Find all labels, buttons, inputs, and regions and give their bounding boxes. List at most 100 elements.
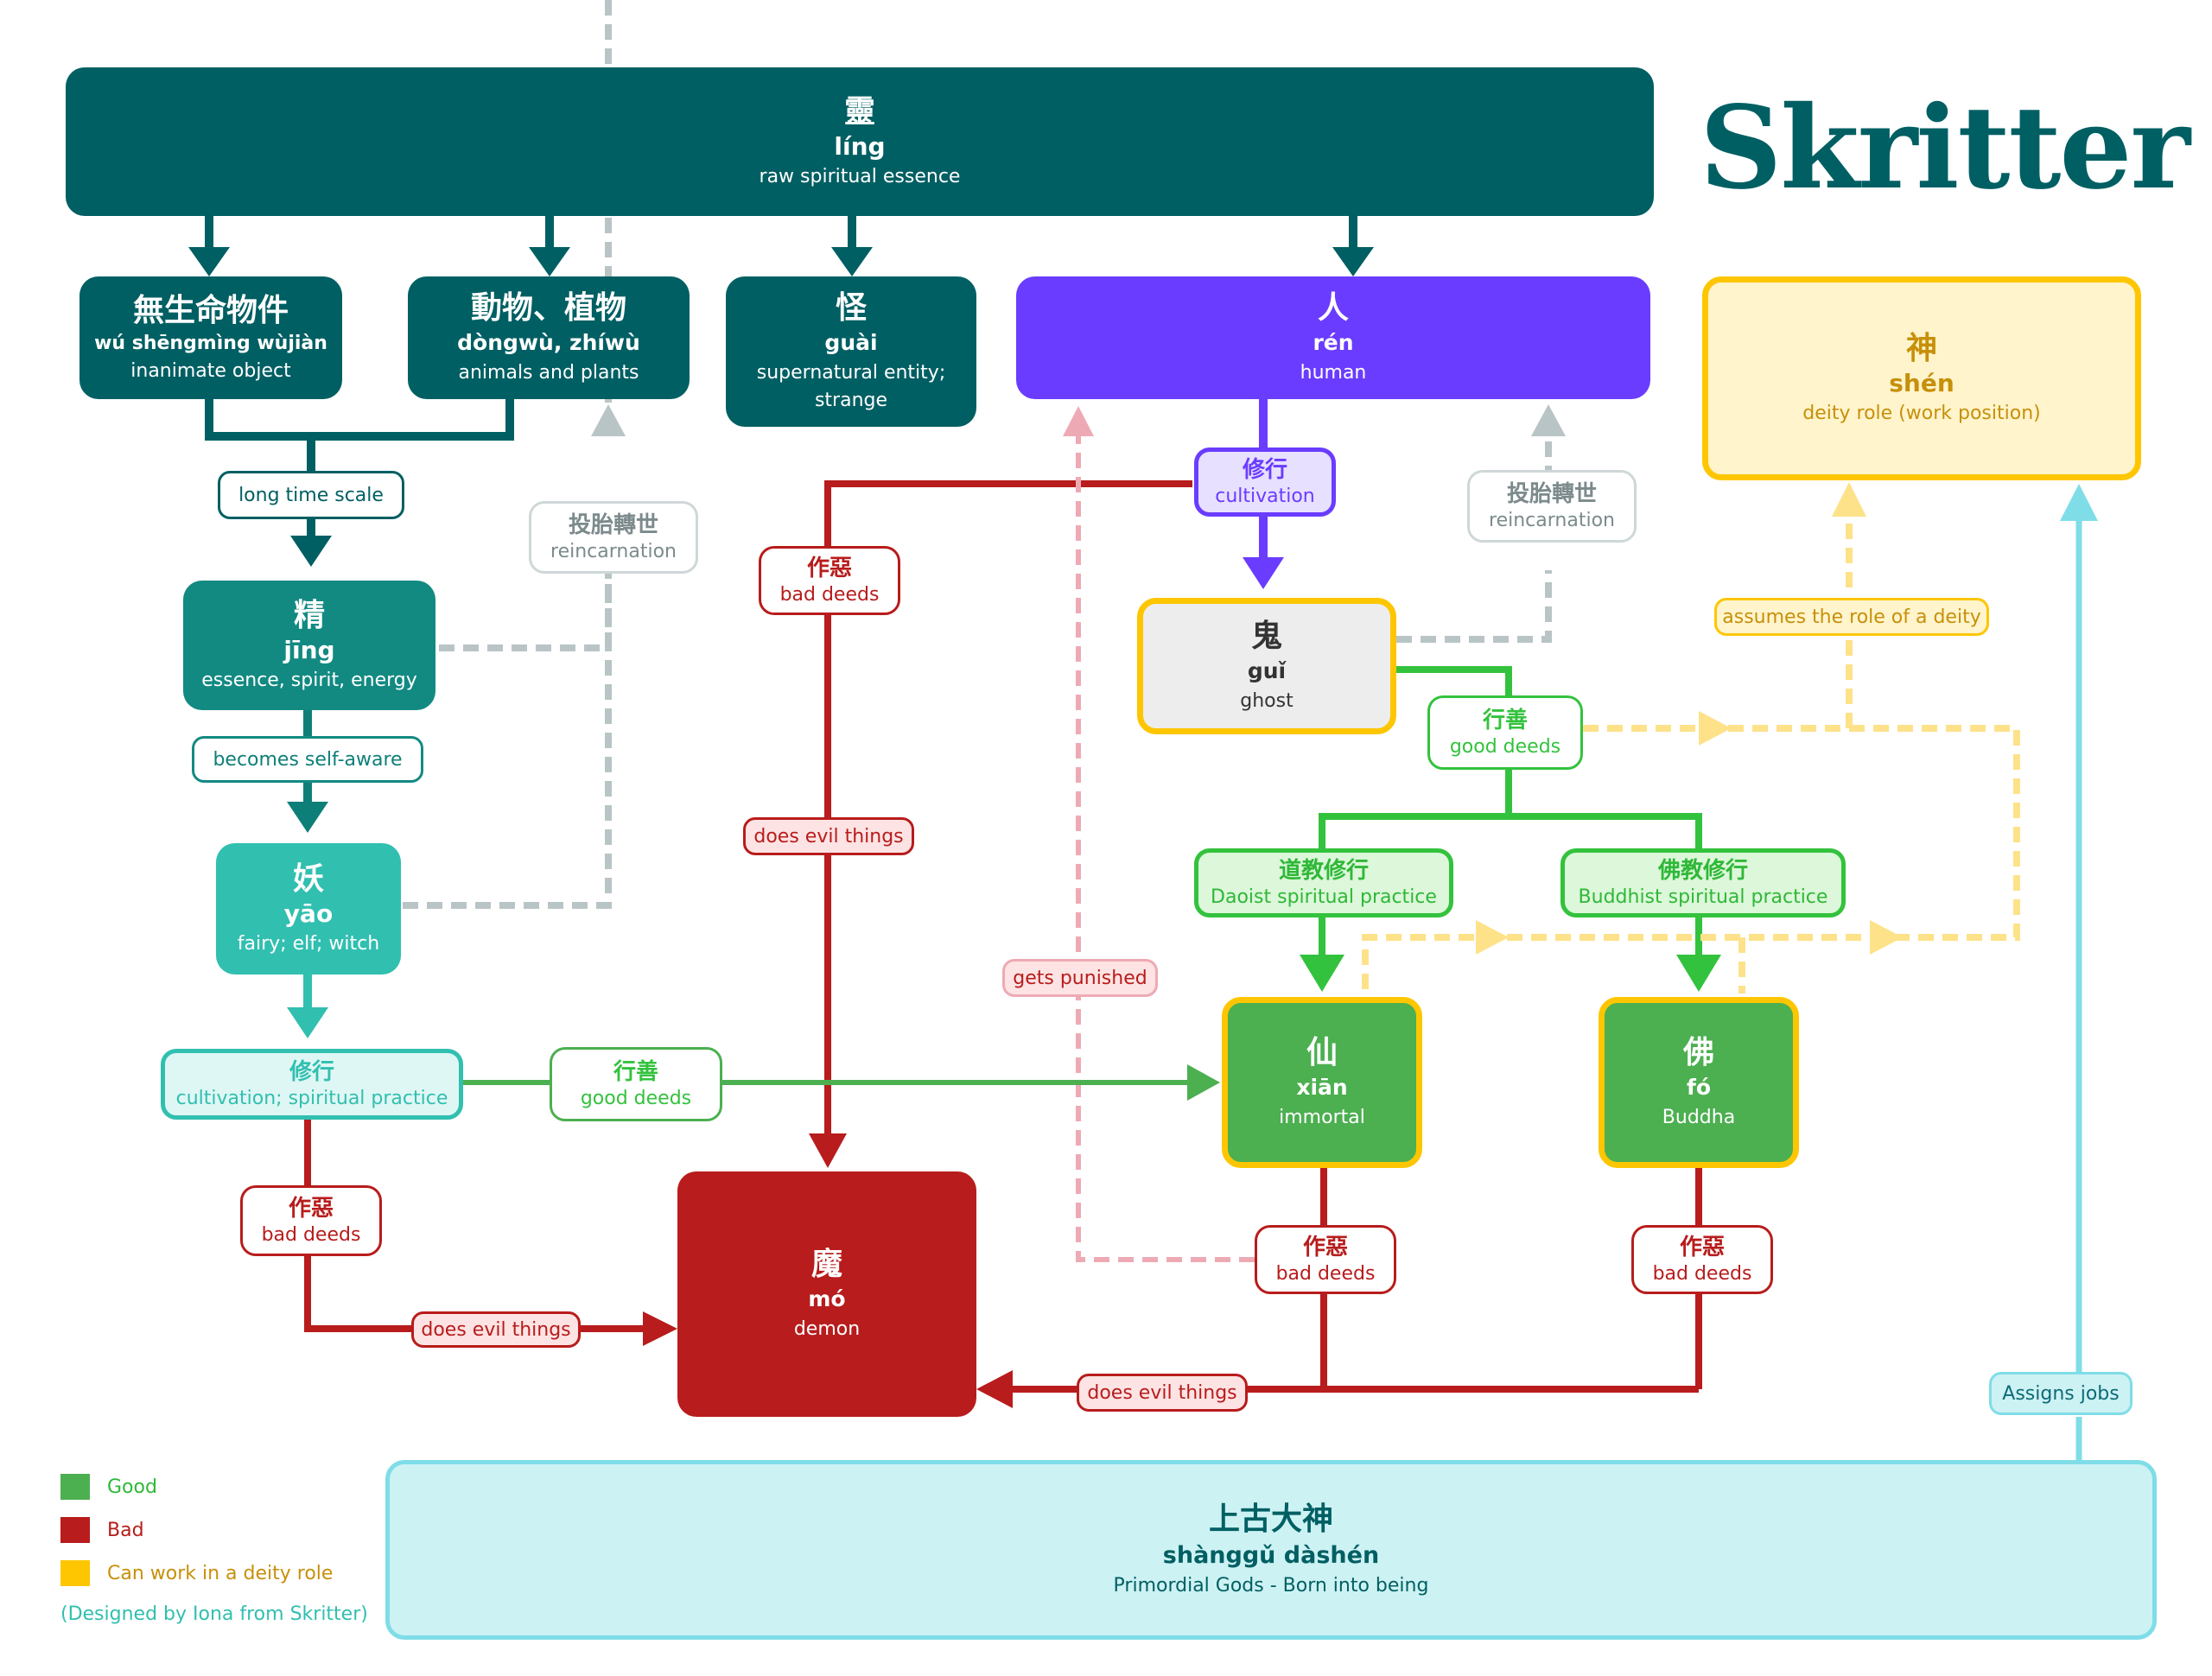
node-xian-zh: 仙 (1306, 1035, 1338, 1071)
tag-reincarnation-2-zh: 投胎轉世 (1506, 481, 1597, 507)
tag-xian-bad-deeds-en: bad deeds (1275, 1262, 1376, 1285)
node-ling: 靈 líng raw spiritual essence (66, 67, 1654, 216)
tag-gui-good-deeds: 行善 good deeds (1427, 695, 1583, 770)
node-shanggu-dashen: 上古大神 shànggǔ dàshén Primordial Gods - Bo… (385, 1460, 2157, 1640)
node-gui: 鬼 guǐ ghost (1137, 598, 1396, 734)
node-gui-zh: 鬼 (1250, 619, 1282, 655)
tag-buddhist-practice-en: Buddhist spiritual practice (1578, 886, 1828, 908)
pill-yao-does-evil-things: does evil things (411, 1311, 581, 1348)
pill-assumes-deity-role: assumes the role of a deity (1714, 598, 1989, 636)
xian-fo-to-mo (976, 1168, 1702, 1408)
node-mo-en: demon (793, 1317, 861, 1340)
pill-long-time-scale: long time scale (218, 471, 404, 519)
tag-ren-bad-deeds-en: bad deeds (779, 583, 880, 606)
node-jing: 精 jīng essence, spirit, energy (183, 581, 435, 710)
node-guai-zh: 怪 (835, 290, 867, 327)
node-ren-en: human (1300, 361, 1367, 384)
yao-to-mo (304, 1120, 677, 1346)
node-ling-zh: 靈 (843, 94, 875, 130)
ren-to-gui (1243, 399, 1284, 589)
legend-bad-swatch (60, 1517, 90, 1543)
node-animals-plants: 動物、植物 dòngwù, zhíwù animals and plants (408, 276, 690, 399)
legend-deity: Can work in a deity role (60, 1560, 333, 1586)
legend-bad: Bad (60, 1517, 144, 1543)
node-shen: 神 shén deity role (work position) (1702, 276, 2141, 480)
tag-yao-cultivation-en: cultivation; spiritual practice (175, 1087, 448, 1109)
node-yao: 妖 yāo fairy; elf; witch (216, 843, 401, 974)
node-gui-en: ghost (1240, 689, 1294, 712)
tag-ren-bad-deeds-zh: 作惡 (806, 555, 852, 581)
tag-yao-bad-deeds-zh: 作惡 (288, 1196, 334, 1222)
reincarnation-arrowhead-2 (1531, 404, 1566, 436)
node-inanimate-en: inanimate object (130, 359, 291, 382)
tag-ren-cultivation: 修行 cultivation (1194, 448, 1336, 517)
node-ren-zh: 人 (1317, 290, 1349, 327)
node-guai-en1: supernatural entity; (756, 361, 946, 384)
node-animals-py: dòngwù, zhíwù (457, 330, 640, 356)
legend-good-label: Good (107, 1476, 157, 1498)
node-shanggu-zh: 上古大神 (1208, 1501, 1333, 1537)
node-inanimate-zh: 無生命物件 (132, 292, 289, 328)
node-animals-en: animals and plants (458, 361, 639, 384)
deity-arrowhead-3 (1870, 920, 1903, 955)
tag-fo-bad-deeds-zh: 作惡 (1679, 1235, 1725, 1260)
deity-paths (1362, 518, 2020, 994)
node-ling-py: líng (834, 132, 886, 162)
node-guai-en2: strange (814, 389, 888, 411)
node-shen-zh: 神 (1905, 331, 1937, 367)
pill-xian-fo-does-evil-things: does evil things (1077, 1374, 1248, 1412)
ren-to-mo (809, 480, 1192, 1168)
tag-fo-bad-deeds-en: bad deeds (1652, 1262, 1752, 1285)
node-shen-py: shén (1889, 369, 1955, 398)
deity-arrowhead-4 (1832, 482, 1866, 517)
legend-deity-swatch (60, 1560, 90, 1586)
tag-reincarnation-1-zh: 投胎轉世 (568, 512, 658, 538)
tag-reincarnation-1-en: reincarnation (550, 540, 677, 562)
tag-reincarnation-1: 投胎轉世 reincarnation (529, 501, 698, 574)
tag-yao-good-deeds-en: good deeds (580, 1087, 692, 1109)
tag-buddhist-practice-zh: 佛教修行 (1657, 858, 1748, 884)
node-yao-py: yāo (283, 899, 334, 929)
node-jing-py: jīng (283, 636, 335, 665)
reincarnation-arrowhead-1 (591, 404, 626, 436)
node-fo: 佛 fó Buddha (1599, 997, 1799, 1168)
node-mo-zh: 魔 (810, 1247, 842, 1283)
legend-good: Good (60, 1474, 157, 1500)
tag-reincarnation-2-en: reincarnation (1489, 509, 1615, 531)
node-fo-py: fó (1686, 1075, 1712, 1101)
tag-daoist-practice-zh: 道教修行 (1278, 858, 1369, 884)
node-shen-en: deity role (work position) (1802, 402, 2041, 424)
node-shanggu-en: Primordial Gods - Born into being (1113, 1575, 1429, 1597)
node-fo-zh: 佛 (1682, 1035, 1714, 1071)
node-xian: 仙 xiān immortal (1222, 997, 1422, 1168)
node-xian-py: xiān (1296, 1075, 1348, 1101)
tag-yao-bad-deeds-en: bad deeds (261, 1223, 361, 1246)
node-yao-zh: 妖 (292, 861, 324, 898)
legend-deity-label: Can work in a deity role (107, 1562, 334, 1584)
legend-good-swatch (60, 1474, 90, 1500)
node-ren-py: rén (1313, 330, 1354, 356)
tag-reincarnation-2: 投胎轉世 reincarnation (1467, 470, 1637, 543)
pill-gets-punished: gets punished (1002, 959, 1158, 997)
tag-xian-bad-deeds-zh: 作惡 (1302, 1235, 1348, 1260)
node-guai-py: guài (824, 330, 878, 356)
node-shanggu-py: shànggǔ dàshén (1162, 1541, 1380, 1569)
tag-yao-cultivation: 修行 cultivation; spiritual practice (161, 1049, 463, 1120)
tag-gui-good-deeds-en: good deeds (1449, 735, 1561, 758)
gui-good-deeds-tree (1300, 666, 1721, 992)
pill-ren-does-evil-things: does evil things (743, 817, 914, 855)
node-ren: 人 rén human (1016, 276, 1650, 399)
tag-yao-good-deeds: 行善 good deeds (550, 1047, 722, 1121)
tag-yao-bad-deeds: 作惡 bad deeds (240, 1185, 382, 1256)
tag-ren-cultivation-en: cultivation (1215, 485, 1315, 507)
node-jing-en: essence, spirit, energy (201, 669, 417, 691)
yao-to-cultivation (287, 974, 328, 1038)
tag-yao-good-deeds-zh: 行善 (613, 1059, 658, 1085)
node-xian-en: immortal (1279, 1106, 1365, 1128)
tag-daoist-practice: 道教修行 Daoist spiritual practice (1194, 848, 1453, 917)
legend-credit-label: (Designed by Iona from Skritter) (60, 1603, 368, 1625)
node-animals-zh: 動物、植物 (470, 290, 626, 327)
node-gui-py: guǐ (1247, 658, 1287, 684)
legend-credit: (Designed by Iona from Skritter) (60, 1603, 368, 1625)
